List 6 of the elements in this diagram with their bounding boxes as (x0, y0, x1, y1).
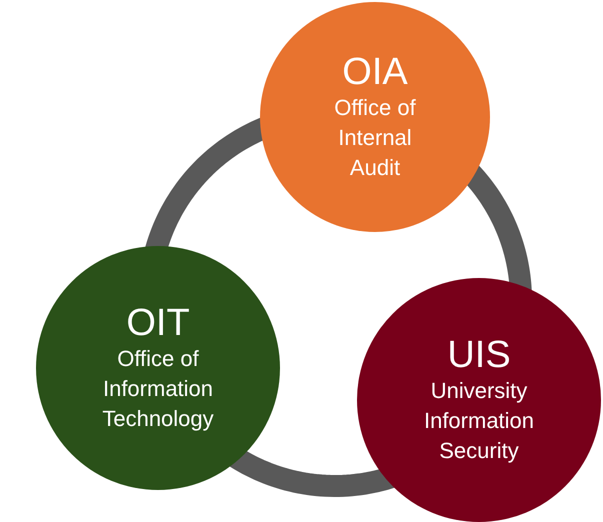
node-description: Office of Internal Audit (333, 94, 417, 182)
node-acronym: UIS (447, 334, 511, 376)
node-acronym: OIT (126, 302, 190, 344)
node-description: Office of Information Technology (101, 345, 215, 433)
node-acronym: OIA (342, 51, 408, 93)
node-description: University Information Security (422, 377, 536, 465)
